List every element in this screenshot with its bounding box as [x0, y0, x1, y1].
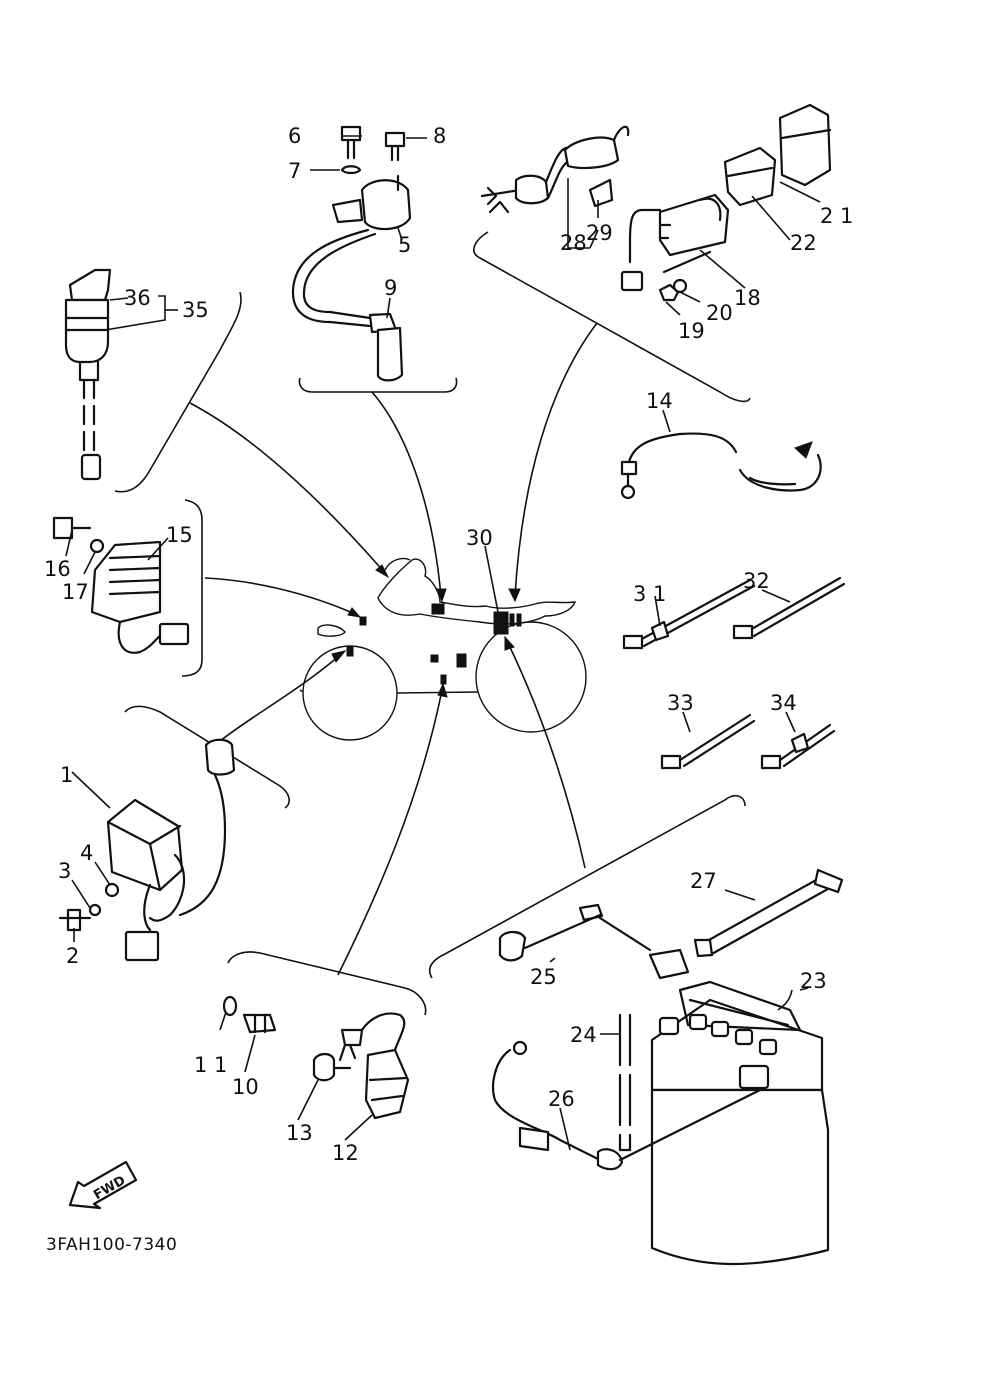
part-labels: 36 35 6 8 7 5 9 29 28 2 1 22 18 20 19 14…: [44, 124, 853, 1165]
ignition-coil-assembly: [291, 125, 412, 382]
part-label-12: 12: [332, 1141, 359, 1165]
neutral-switch-assembly: [222, 995, 410, 1120]
part-label-1: 1: [60, 763, 73, 787]
part-label-2: 2: [66, 944, 79, 968]
part-label-7: 7: [288, 159, 301, 183]
cable-ties: [622, 576, 846, 770]
part-label-17: 17: [62, 580, 89, 604]
part-label-15: 15: [166, 523, 193, 547]
part-label-36: 36: [124, 286, 151, 310]
part-label-26: 26: [548, 1087, 575, 1111]
cdi-unit: [58, 738, 236, 962]
part-label-28: 28: [560, 231, 587, 255]
part-label-31: 3 1: [633, 582, 666, 606]
part-label-3: 3: [58, 859, 71, 883]
part-label-4: 4: [80, 841, 93, 865]
part-label-34: 34: [770, 691, 797, 715]
part-label-11: 1 1: [194, 1053, 227, 1077]
part-label-25: 25: [530, 965, 557, 989]
lamp-socket-assembly: [480, 125, 630, 214]
part-label-5: 5: [398, 233, 411, 257]
label-leaders: [65, 135, 821, 1151]
diagram-code: 3FAH100-7340: [46, 1235, 177, 1255]
part-label-35: 35: [182, 298, 209, 322]
part-label-30: 30: [466, 526, 493, 550]
part-label-8: 8: [433, 124, 446, 148]
main-switch-assembly: [64, 268, 112, 481]
leader-arrows: [189, 322, 598, 976]
group-brackets: [114, 231, 751, 1016]
battery-assembly: [492, 868, 844, 1266]
part-label-21: 2 1: [820, 204, 853, 228]
wire-lead-14: [620, 432, 822, 500]
part-label-27: 27: [690, 869, 717, 893]
part-label-20: 20: [706, 301, 733, 325]
part-label-9: 9: [384, 276, 397, 300]
part-label-29: 29: [586, 221, 613, 245]
part-label-22: 22: [790, 231, 817, 255]
part-label-13: 13: [286, 1121, 313, 1145]
part-label-10: 10: [232, 1075, 259, 1099]
part-label-19: 19: [678, 319, 705, 343]
part-label-24: 24: [570, 1023, 597, 1047]
part-label-16: 16: [44, 557, 71, 581]
relay-assembly: [620, 103, 832, 302]
part-label-18: 18: [734, 286, 761, 310]
vehicle-outline: [299, 557, 587, 741]
rectifier-regulator: [52, 516, 190, 654]
part-label-32: 32: [743, 569, 770, 593]
part-label-33: 33: [667, 691, 694, 715]
part-label-23: 23: [800, 969, 827, 993]
fwd-arrow-icon: FWD: [68, 1160, 138, 1210]
part-label-14: 14: [646, 389, 673, 413]
part-label-6: 6: [288, 124, 301, 148]
